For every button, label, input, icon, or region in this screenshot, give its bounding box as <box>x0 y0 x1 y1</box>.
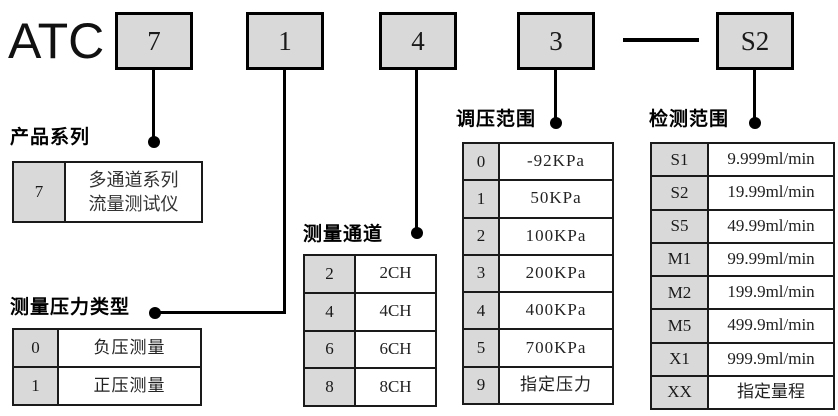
row-value-cell: 19.99ml/min <box>727 182 815 202</box>
table-row: 2 100KPa <box>464 216 612 254</box>
connector-dot-pressure-type <box>149 307 161 319</box>
code-box-channels: 4 <box>379 12 457 70</box>
row-value-cell: 50KPa <box>530 188 582 208</box>
table-row: S1 9.999ml/min <box>652 144 833 176</box>
row-code-cell: S2 <box>652 177 709 209</box>
table-row: S2 19.99ml/min <box>652 175 833 209</box>
code-separator-dash <box>623 38 699 42</box>
row-code-cell: 3 <box>464 255 500 292</box>
pressure-type-table: 0 负压测量 1 正压测量 <box>12 328 202 406</box>
table-row: 4 4CH <box>305 291 435 330</box>
section-title-channels: 测量通道 <box>303 224 384 245</box>
table-row: 6 6CH <box>305 329 435 368</box>
row-code-cell: M2 <box>652 277 709 309</box>
product-series-table: 7 多通道系列 流量测试仪 <box>12 161 203 223</box>
connector-dot-detection-range <box>749 117 761 129</box>
row-code-cell: XX <box>652 376 709 408</box>
connector-line-pressure-type-vertical <box>283 70 286 314</box>
row-code-cell: M5 <box>652 310 709 342</box>
row-value-cell: 6CH <box>379 338 412 358</box>
brand-text: ATC <box>8 13 105 69</box>
section-title-pressure-range: 调压范围 <box>456 109 537 130</box>
row-value-cell: 4CH <box>379 301 412 321</box>
code-box-detection-range: S2 <box>716 12 794 70</box>
table-row: 7 多通道系列 流量测试仪 <box>14 163 201 221</box>
row-code-cell: 7 <box>14 163 66 221</box>
code-box-product-series: 7 <box>115 12 193 70</box>
table-row: 1 正压测量 <box>14 366 200 404</box>
row-code-cell: X1 <box>652 343 709 375</box>
table-row: 1 50KPa <box>464 179 612 217</box>
code-box-pressure-range: 3 <box>517 12 595 70</box>
row-code-cell: 8 <box>305 369 356 405</box>
code-box-value: S2 <box>740 25 770 56</box>
section-title-detection-range: 检测范围 <box>649 109 730 130</box>
connector-dot-channels <box>411 227 423 239</box>
row-value-cell: 正压测量 <box>93 375 166 395</box>
table-row: XX 指定量程 <box>652 374 833 408</box>
row-value-cell: 200KPa <box>525 263 587 283</box>
row-code-cell: 5 <box>464 330 500 366</box>
table-row: 4 400KPa <box>464 291 612 329</box>
row-value-cell: 2CH <box>379 263 412 283</box>
table-row: 3 200KPa <box>464 253 612 292</box>
row-code-cell: 6 <box>305 331 356 368</box>
table-row: 0 -92KPa <box>464 144 612 180</box>
row-value-cell: 400KPa <box>525 300 587 320</box>
row-code-cell: 4 <box>464 293 500 329</box>
section-title-product-series: 产品系列 <box>10 127 91 148</box>
connector-line-pressure-type-horizontal <box>155 311 286 314</box>
connector-line-channels <box>415 70 418 234</box>
table-row: 2 2CH <box>305 256 435 292</box>
row-value-cell: 999.9ml/min <box>727 348 815 368</box>
row-code-cell: M1 <box>652 243 709 275</box>
code-box-value: 7 <box>147 25 161 56</box>
row-code-cell: 0 <box>464 144 500 180</box>
row-code-cell: 2 <box>464 218 500 254</box>
code-box-pressure-type: 1 <box>246 12 324 70</box>
row-code-cell: 1 <box>14 368 59 404</box>
row-value-cell: 199.9ml/min <box>727 282 815 302</box>
connector-line-detection-range <box>753 70 756 124</box>
row-code-cell: 4 <box>305 293 356 330</box>
table-row: S5 49.99ml/min <box>652 208 833 242</box>
table-row: 0 负压测量 <box>14 330 200 366</box>
row-code-cell: S1 <box>652 144 709 176</box>
row-value-cell: 9.999ml/min <box>727 149 815 169</box>
table-row: M1 99.99ml/min <box>652 241 833 275</box>
row-value-cell: -92KPa <box>527 151 585 171</box>
code-box-value: 3 <box>549 25 563 56</box>
row-value-cell: 700KPa <box>525 337 587 357</box>
table-row: 9 指定压力 <box>464 365 612 403</box>
pressure-range-table: 0 -92KPa 1 50KPa 2 100KPa 3 200KPa 4 400KPa 5 700KP… <box>462 142 614 405</box>
row-value-cell: 100KPa <box>525 225 587 245</box>
row-value-cell: 指定量程 <box>737 381 805 401</box>
row-value-cell: 负压测量 <box>93 337 166 357</box>
row-code-cell: S5 <box>652 210 709 242</box>
table-row: 5 700KPa <box>464 328 612 366</box>
table-row: M5 499.9ml/min <box>652 308 833 342</box>
section-title-pressure-type: 测量压力类型 <box>10 297 131 318</box>
table-row: 8 8CH <box>305 367 435 405</box>
row-value-cell: 指定压力 <box>520 374 592 394</box>
row-code-cell: 1 <box>464 181 500 217</box>
table-row: X1 999.9ml/min <box>652 341 833 375</box>
row-code-cell: 9 <box>464 367 500 403</box>
row-value-cell: 多通道系列 流量测试仪 <box>88 169 179 214</box>
row-code-cell: 2 <box>305 256 356 292</box>
code-box-value: 4 <box>411 25 425 56</box>
row-value-cell: 99.99ml/min <box>727 248 815 268</box>
row-code-cell: 0 <box>14 330 59 366</box>
code-box-value: 1 <box>278 25 292 56</box>
row-value-cell: 8CH <box>379 376 412 396</box>
channels-table: 2 2CH 4 4CH 6 6CH 8 8CH <box>303 254 437 407</box>
row-value-cell: 49.99ml/min <box>727 215 815 235</box>
connector-dot-product-series <box>148 136 160 148</box>
connector-line-product-series <box>152 70 155 138</box>
row-value-cell: 499.9ml/min <box>727 315 815 335</box>
connector-dot-pressure-range <box>550 117 562 129</box>
connector-line-pressure-range <box>554 70 557 124</box>
table-row: M2 199.9ml/min <box>652 275 833 309</box>
